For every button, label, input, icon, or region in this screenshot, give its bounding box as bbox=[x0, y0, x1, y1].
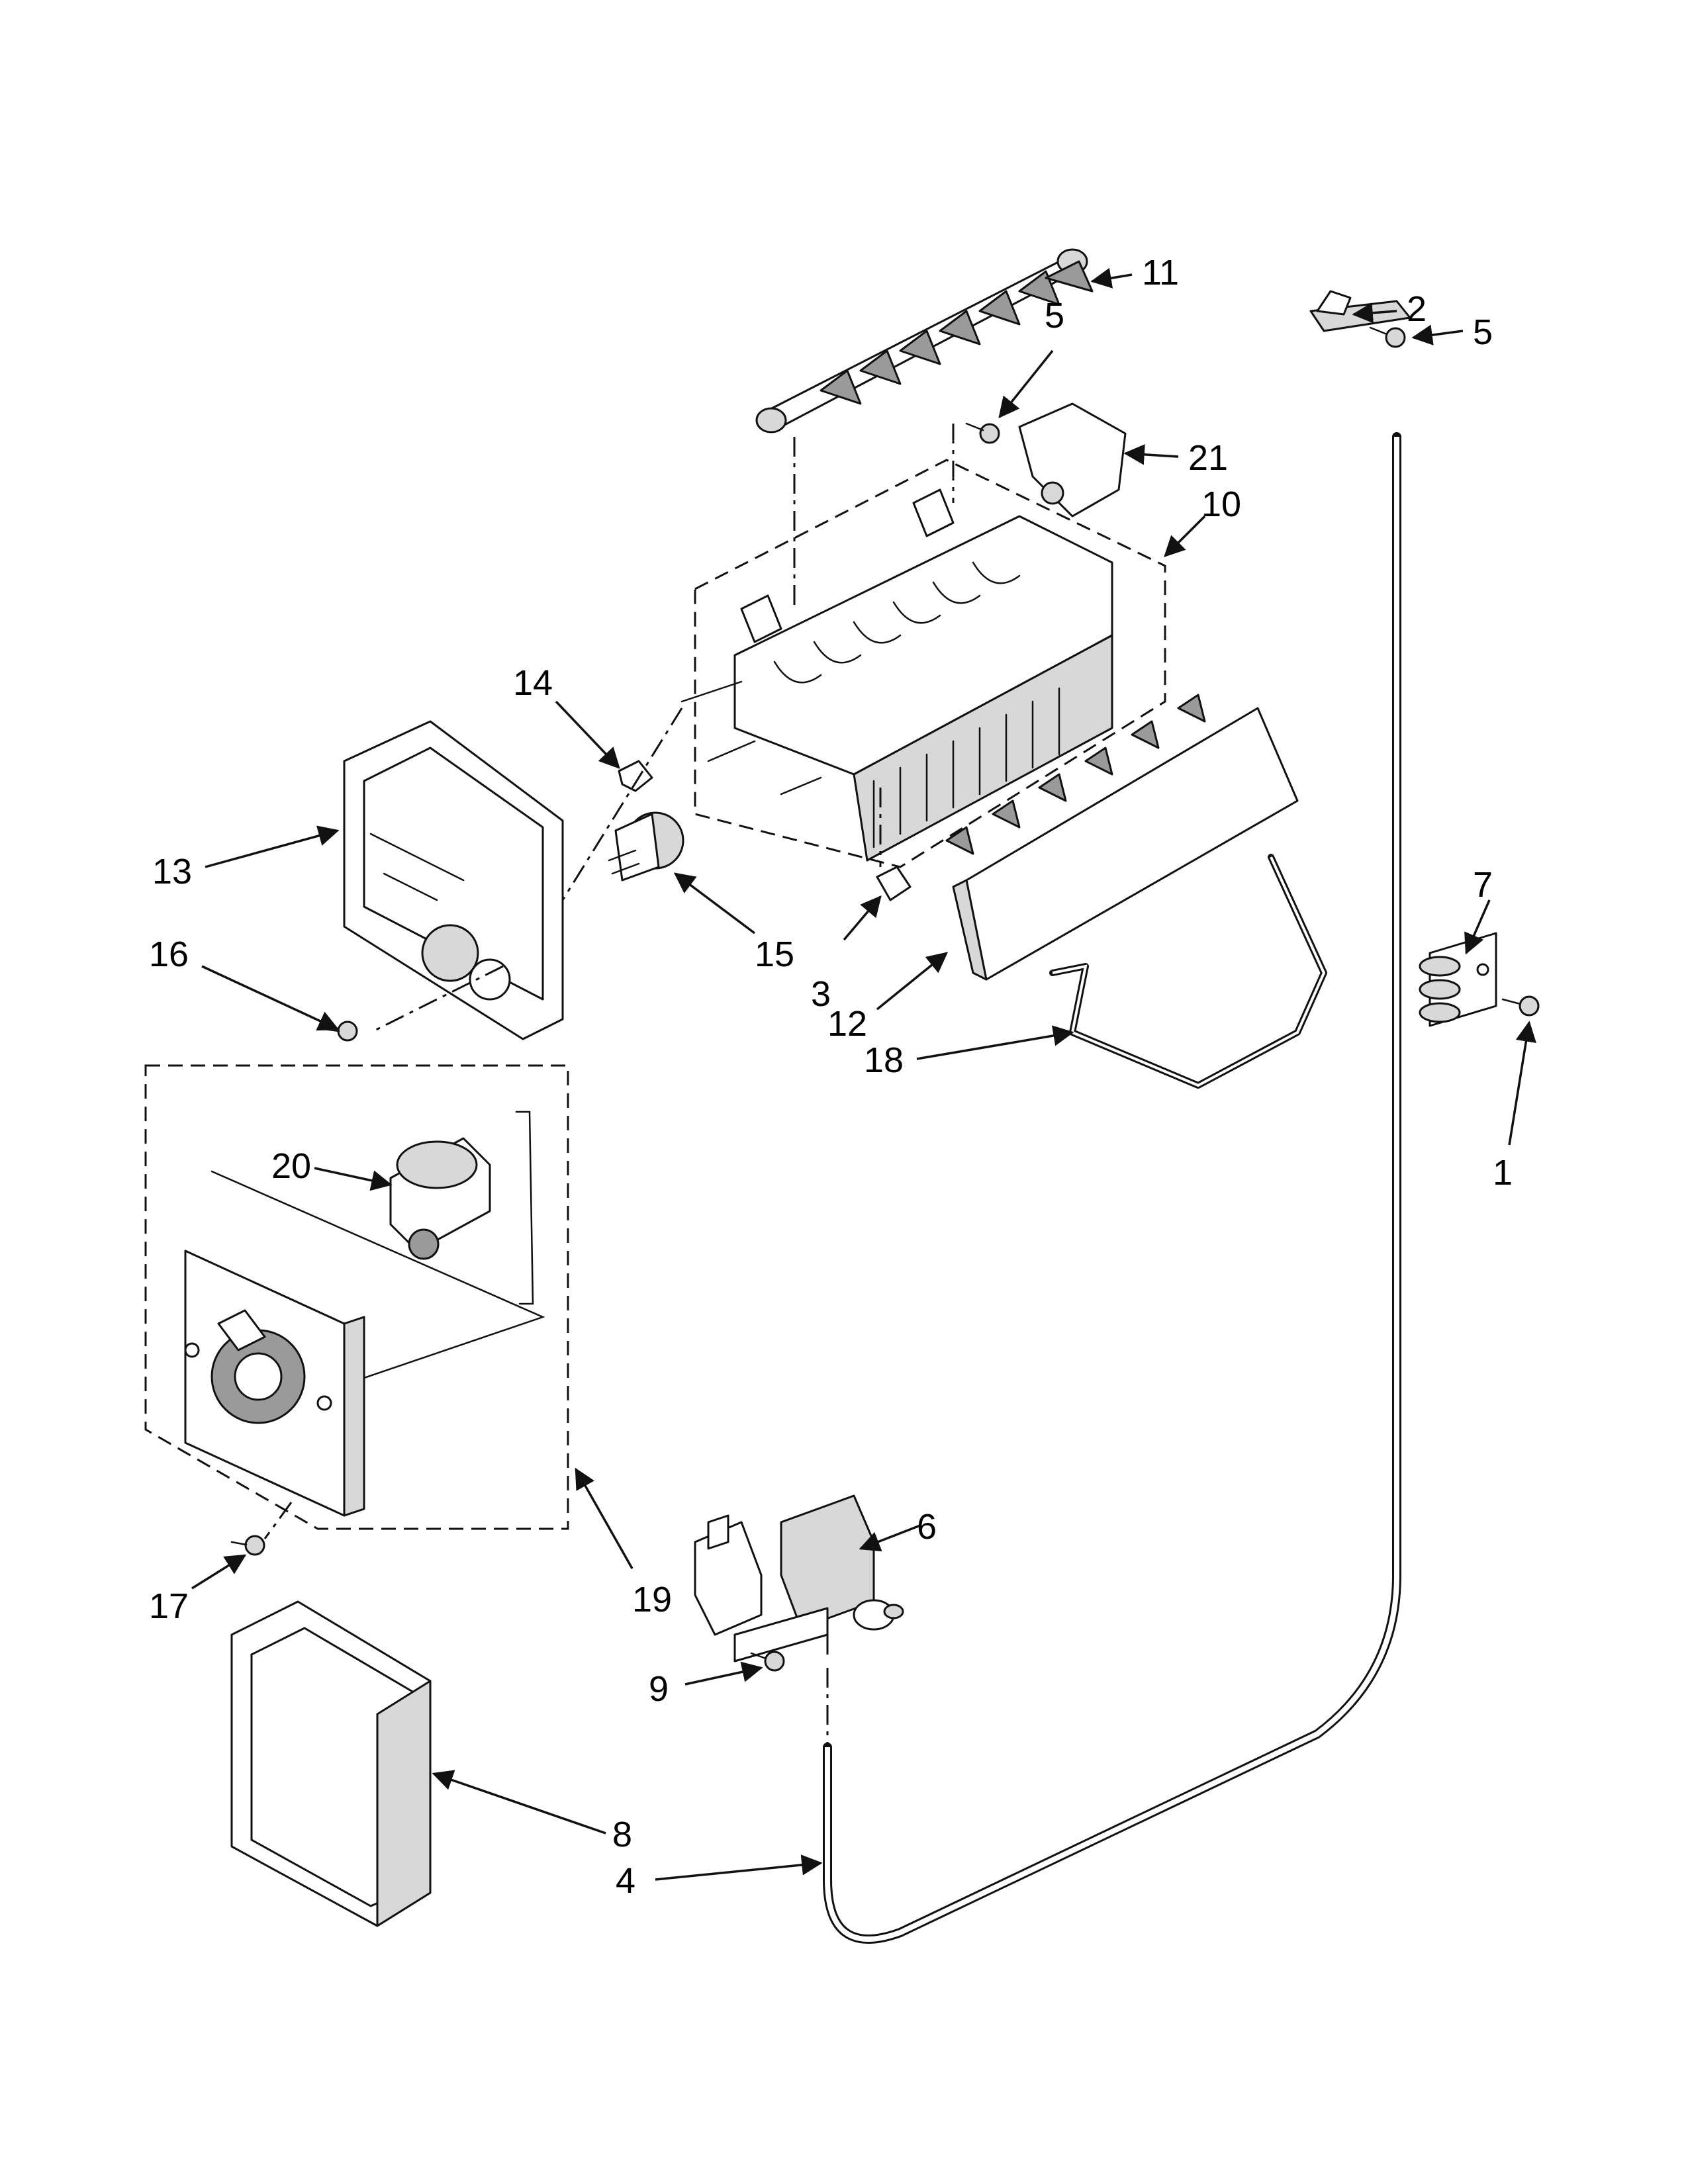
ejector-blades bbox=[820, 260, 1094, 405]
part-10-ice-mold bbox=[680, 488, 1113, 862]
part-13-housing bbox=[343, 720, 564, 1040]
callout-7: 7 bbox=[1473, 865, 1493, 905]
alignment-lines bbox=[263, 424, 955, 1747]
callout-1: 1 bbox=[1493, 1153, 1513, 1193]
part-9-screw bbox=[750, 1651, 785, 1672]
callout-21: 21 bbox=[1188, 438, 1228, 478]
callout-18: 18 bbox=[864, 1040, 904, 1080]
part-11-ejector bbox=[755, 248, 1094, 433]
callout-6: 6 bbox=[917, 1507, 937, 1547]
callout-2: 2 bbox=[1407, 289, 1427, 329]
callout-16: 16 bbox=[149, 934, 189, 974]
callout-12: 12 bbox=[827, 1004, 867, 1044]
callout-5-top: 5 bbox=[1045, 296, 1064, 336]
part-8-cover bbox=[230, 1600, 432, 1927]
part-3-clip bbox=[876, 866, 912, 901]
part-20-motor bbox=[389, 1111, 534, 1305]
part-1-screw bbox=[1501, 995, 1540, 1017]
callout-20: 20 bbox=[271, 1146, 311, 1186]
callout-10: 10 bbox=[1201, 484, 1241, 524]
callout-labels: 11 2 5 5 21 10 14 13 15 16 3 12 18 7 1 2… bbox=[149, 253, 1513, 1901]
callout-13: 13 bbox=[152, 852, 192, 891]
callout-8: 8 bbox=[612, 1815, 632, 1854]
callout-9: 9 bbox=[649, 1669, 669, 1709]
part-5-screw-top bbox=[965, 422, 1000, 444]
callout-5-right: 5 bbox=[1473, 312, 1493, 352]
callout-17: 17 bbox=[149, 1586, 189, 1626]
part-6-water-valve bbox=[694, 1494, 904, 1662]
callout-15: 15 bbox=[755, 934, 794, 974]
callout-19: 19 bbox=[632, 1580, 672, 1619]
leader-arrows bbox=[191, 267, 1536, 1881]
callout-14: 14 bbox=[513, 663, 553, 703]
mold-assembly-outline bbox=[694, 459, 1166, 868]
part-21-bracket bbox=[1018, 402, 1127, 518]
part-14-clip bbox=[618, 760, 653, 792]
module-assembly-outline bbox=[144, 1064, 569, 1530]
callout-11: 11 bbox=[1142, 253, 1179, 293]
part-17-screw bbox=[230, 1535, 265, 1556]
part-12-stripper bbox=[945, 694, 1299, 981]
water-tube-inner bbox=[825, 437, 1399, 1942]
part-15-thermostat bbox=[608, 811, 684, 882]
callout-3: 3 bbox=[811, 974, 831, 1014]
callout-4: 4 bbox=[616, 1861, 635, 1901]
part-7-tube-clamp bbox=[1419, 932, 1497, 1027]
shutoff-arm-inner bbox=[1052, 856, 1326, 1087]
part-5-screw-right bbox=[1369, 326, 1406, 348]
part-19-control-module bbox=[184, 1250, 365, 1517]
